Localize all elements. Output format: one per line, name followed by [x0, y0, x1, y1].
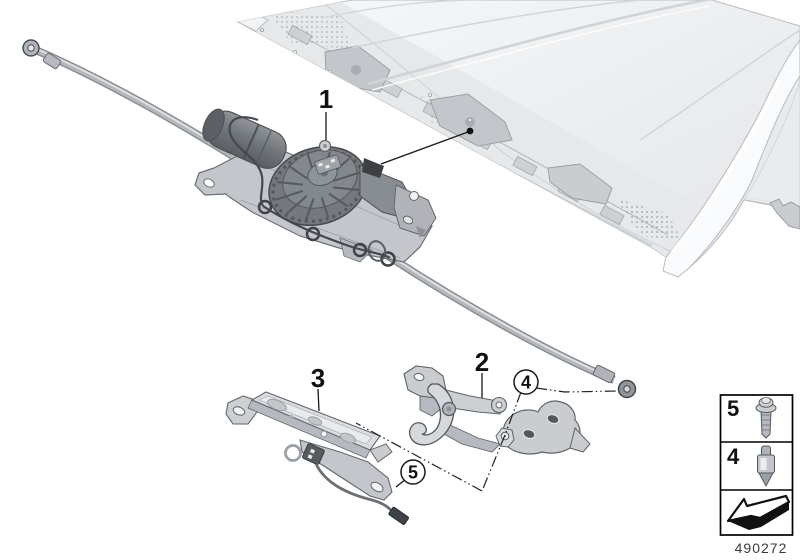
- wiring-harness: [228, 116, 264, 207]
- cable-eyelet-lower: [592, 364, 637, 399]
- locating-pin-icon: [757, 445, 775, 488]
- gear-drum: [268, 145, 368, 227]
- diagram-number: 490272: [735, 540, 788, 556]
- legend-label-5[interactable]: 5: [727, 396, 739, 421]
- roof-position-dot: [466, 127, 474, 135]
- installation-direction-arrow-icon: [726, 494, 791, 530]
- drive-unit: [194, 108, 437, 267]
- switch-cable: [314, 463, 396, 515]
- leader-lines: [317, 112, 619, 492]
- microswitch-block: [302, 443, 325, 465]
- latch-hook-assembly: [403, 365, 591, 455]
- cable-eyelet-upper: [22, 39, 62, 70]
- callout-2[interactable]: 2: [475, 347, 489, 377]
- bracket-wire-ring: [284, 444, 302, 462]
- legend-box: 5 4: [719, 394, 794, 536]
- callout-5[interactable]: 5: [400, 459, 426, 485]
- cable-clamp: [362, 158, 384, 178]
- roof-side-bracket: [769, 198, 800, 230]
- callout-5-label[interactable]: 5: [408, 463, 418, 483]
- hook: [408, 383, 455, 446]
- callout-1[interactable]: 1: [319, 84, 333, 114]
- callout-4[interactable]: 4: [513, 369, 539, 395]
- motor-cylinder: [202, 108, 287, 169]
- legend-label-4[interactable]: 4: [727, 444, 740, 469]
- roof-seams: [321, 0, 800, 141]
- callout-3[interactable]: 3: [311, 363, 325, 393]
- flange-screw-icon: [755, 397, 777, 439]
- callout-4-label[interactable]: 4: [521, 373, 531, 393]
- cable-connector: [388, 506, 409, 525]
- mounting-bracket: [225, 391, 409, 525]
